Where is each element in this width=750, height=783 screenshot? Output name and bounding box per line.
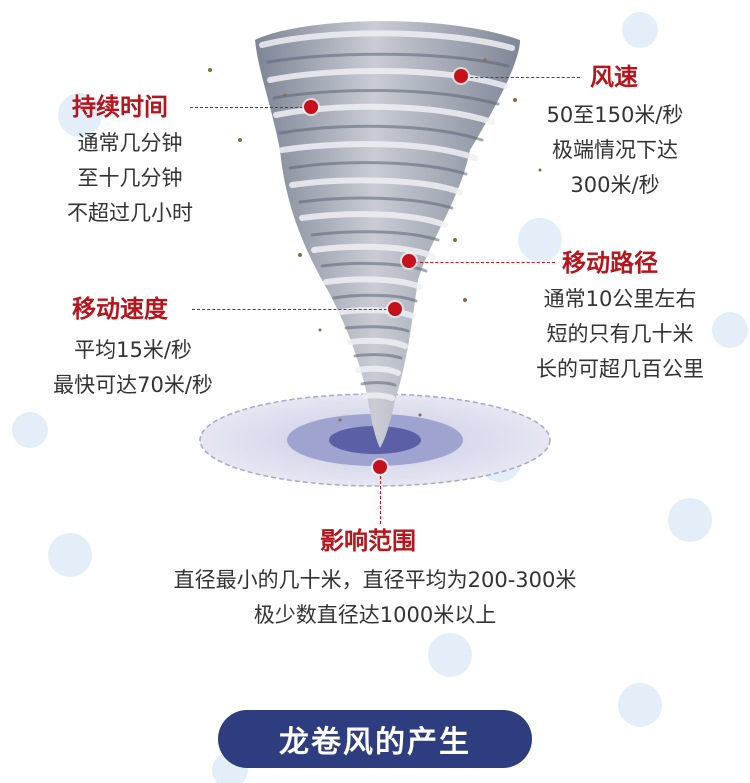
ground-ring-inner	[329, 426, 421, 454]
path-description: 通常10公里左右 短的只有几十米 长的可超几百公里	[505, 282, 735, 387]
range-line-1: 直径最小的几十米，直径平均为200-300米	[173, 568, 577, 592]
duration-connector	[190, 107, 308, 108]
duration-line-1: 通常几分钟	[77, 131, 183, 155]
duration-description: 通常几分钟 至十几分钟 不超过几小时	[40, 126, 220, 231]
move-speed-connector	[192, 309, 392, 310]
duration-title: 持续时间	[72, 93, 168, 121]
swirl-shadows	[266, 52, 510, 387]
banner-text: 龙卷风的产生	[279, 725, 471, 760]
range-connector	[380, 476, 381, 524]
move-speed-line-1: 平均15米/秒	[74, 338, 192, 362]
path-line-2: 短的只有几十米	[546, 322, 694, 346]
path-dot	[402, 254, 416, 268]
wind-speed-line-2: 极端情况下达	[552, 138, 678, 162]
wind-speed-description: 50至150米/秒 极端情况下达 300米/秒	[515, 98, 715, 203]
swirl-bands	[259, 30, 515, 401]
debris	[208, 58, 542, 422]
path-title: 移动路径	[562, 249, 658, 277]
range-description: 直径最小的几十米，直径平均为200-300米 极少数直径达1000米以上	[95, 563, 655, 633]
path-line-1: 通常10公里左右	[543, 287, 697, 311]
range-dot	[373, 460, 387, 474]
duration-line-2: 至十几分钟	[77, 166, 183, 190]
wind-speed-title: 风速	[590, 63, 638, 91]
wind-speed-line-3: 300米/秒	[570, 173, 660, 197]
duration-line-3: 不超过几小时	[67, 201, 193, 225]
range-title: 影响范围	[320, 527, 416, 555]
wind-speed-line-1: 50至150米/秒	[546, 103, 684, 127]
wind-speed-connector	[465, 77, 580, 78]
move-speed-dot	[388, 302, 402, 316]
move-speed-line-2: 最快可达70米/秒	[53, 373, 213, 397]
range-line-2: 极少数直径达1000米以上	[253, 603, 497, 627]
move-speed-description: 平均15米/秒 最快可达70米/秒	[28, 333, 238, 403]
duration-dot	[304, 100, 318, 114]
path-line-3: 长的可超几百公里	[536, 357, 704, 381]
title-banner: 龙卷风的产生	[218, 710, 532, 768]
wind-speed-dot	[454, 69, 468, 83]
move-speed-title: 移动速度	[72, 295, 168, 323]
path-connector	[415, 262, 555, 263]
